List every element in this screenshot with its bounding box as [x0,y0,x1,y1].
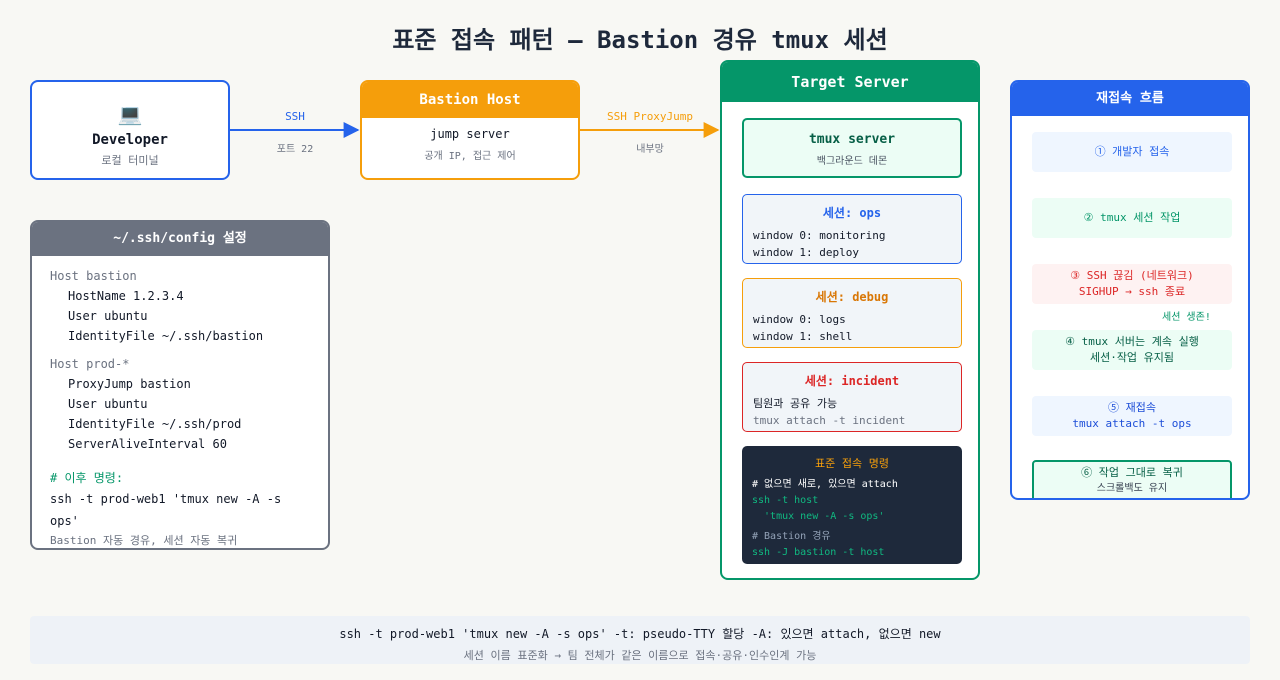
session-title: 세션: incident [804,374,900,388]
config-line: IdentityFile ~/.ssh/bastion [68,329,264,343]
flow-step-1: ① 개발자 접속 [1032,132,1232,172]
target-server-node: Target Server tmux server 백그라운드 데몬 세션: o… [720,60,980,580]
developer-sub: 로컬 터미널 [101,154,159,167]
footer-note: ssh -t prod-web1 'tmux new -A -s ops' -t… [30,616,1250,664]
flow-step-sub: tmux attach -t ops [1072,417,1192,430]
proxyjump-link-label: SSH ProxyJump [606,110,694,123]
flow-step-sub: SIGHUP → ssh 종료 [1078,285,1186,298]
config-line: ServerAliveInterval 60 [68,437,227,451]
page-title: 표준 접속 패턴 — Bastion 경유 tmux 세션 [392,26,888,54]
ssh-config-panel: ~/.ssh/config 설정 Host bastion HostName 1… [30,220,330,550]
flow-step-label: ⑥ 작업 그대로 복귀 [1081,466,1183,479]
tmux-server-title: tmux server [808,132,896,147]
config-comment: # 이후 명령: [50,471,124,485]
command-line: ssh -J bastion -t host [752,547,885,558]
laptop-icon: 💻 [117,102,143,126]
session-ops: 세션: ops window 0: monitoring window 1: d… [742,194,962,264]
session-line: window 1: shell [753,330,853,343]
session-line: 팀원과 공유 가능 [753,397,838,410]
config-host: Host bastion [50,269,137,283]
session-line: tmux attach -t incident [753,414,906,427]
command-title: 표준 접속 명령 [815,457,889,470]
target-title: Target Server [722,62,978,102]
standard-command-box: 표준 접속 명령 # 없으면 새로, 있으면 attach ssh -t hos… [742,446,962,564]
developer-node: 💻 Developer 로컬 터미널 [30,80,230,180]
session-title: 세션: ops [822,206,882,220]
footer-explanation: 세션 이름 표준화 → 팀 전체가 같은 이름으로 접속·공유·인수인계 가능 [463,649,817,662]
reconnect-flow-panel: 재접속 흐름 ① 개발자 접속 ② tmux 세션 작업 ③ SSH 끊김 (네… [1010,80,1250,500]
bastion-line2: 공개 IP, 접근 제어 [424,151,516,162]
proxyjump-link-sub: 내부망 [636,144,664,155]
command-line: ssh -t host [752,495,819,506]
tmux-server-sub: 백그라운드 데몬 [816,156,888,167]
bastion-title: Bastion Host [362,82,578,118]
command-line: # 없으면 새로, 있으면 attach [752,479,898,490]
config-command: ssh -t prod-web1 'tmux new -A -s ops' [50,492,282,528]
bastion-node: Bastion Host jump server 공개 IP, 접근 제어 [360,80,580,180]
flow-step-2: ② tmux 세션 작업 [1032,198,1232,238]
flow-step-label: ① 개발자 접속 [1094,145,1170,158]
config-line: HostName 1.2.3.4 [68,289,184,303]
config-title: ~/.ssh/config 설정 [32,222,328,256]
flow-step-label: ⑤ 재접속 [1108,401,1156,414]
session-debug: 세션: debug window 0: logs window 1: shell [742,278,962,348]
config-note: Bastion 자동 경유, 세션 자동 복귀 [50,534,238,547]
session-line: window 0: logs [753,313,846,326]
flow-step-sub: 스크롤백도 유지 [1096,483,1168,494]
session-survive-label: 세션 생존! [1162,312,1211,323]
ssh-link-sub: 포트 22 [276,144,314,155]
bastion-line1: jump server [430,127,510,141]
flow-step-5: ⑤ 재접속 tmux attach -t ops [1032,396,1232,436]
footer-command: ssh -t prod-web1 'tmux new -A -s ops' -t… [339,627,941,641]
flow-step-label: ③ SSH 끊김 (네트워크) [1070,269,1194,282]
config-host: Host prod-* [50,357,130,371]
session-line: window 1: deploy [753,246,859,259]
flow-title: 재접속 흐름 [1012,82,1248,116]
flow-step-6: ⑥ 작업 그대로 복귀 스크롤백도 유지 [1032,460,1232,498]
ssh-link-label: SSH [285,110,305,123]
tmux-server-box: tmux server 백그라운드 데몬 [742,118,962,178]
config-line: User ubuntu [68,309,148,323]
session-line: window 0: monitoring [753,229,886,242]
session-incident: 세션: incident 팀원과 공유 가능 tmux attach -t in… [742,362,962,432]
config-line: ProxyJump bastion [68,377,191,391]
flow-step-3: ③ SSH 끊김 (네트워크) SIGHUP → ssh 종료 [1032,264,1232,304]
flow-step-label: ② tmux 세션 작업 [1083,211,1181,224]
flow-step-label: ④ tmux 서버는 계속 실행 [1065,335,1199,348]
developer-name: Developer [92,132,168,148]
config-line: IdentityFile ~/.ssh/prod [68,417,242,431]
flow-step-4: ④ tmux 서버는 계속 실행 세션·작업 유지됨 [1032,330,1232,370]
command-line: # Bastion 경유 [752,531,831,542]
config-line: User ubuntu [68,397,148,411]
command-line: 'tmux new -A -s ops' [752,511,885,522]
session-title: 세션: debug [815,290,889,304]
flow-step-sub: 세션·작업 유지됨 [1089,351,1175,364]
